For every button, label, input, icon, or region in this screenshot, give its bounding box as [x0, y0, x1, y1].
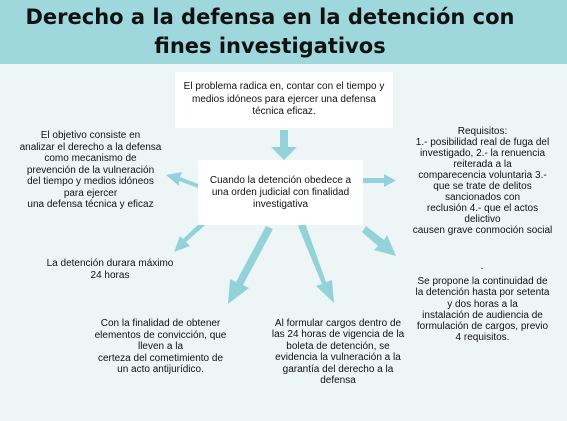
arrow-to-purpose — [228, 226, 273, 304]
objective-text: El objetivo consiste en analizar el dere… — [19, 130, 162, 210]
title-line-2: fines investigativos — [154, 34, 386, 58]
arrow-problem-to-center — [271, 130, 297, 160]
duration-text: La detención durara máximo 24 horas — [46, 258, 174, 281]
arrow-to-objective — [166, 172, 198, 188]
title-line-1: Derecho a la defensa en la detención con — [25, 5, 515, 29]
arrow-to-duration — [174, 218, 210, 252]
requirements-text: Requisitos: 1.- posibilidad real de fuga… — [412, 126, 553, 236]
purpose-text: Con la finalidad de obtener elementos de… — [94, 318, 227, 375]
diagram-title: Derecho a la defensa en la detención con… — [20, 3, 520, 61]
proposal-text: Se propone la continuidad de la detenció… — [415, 276, 550, 344]
title-banner — [0, 0, 567, 64]
arrow-to-charges — [298, 223, 334, 303]
center-text: Cuando la detención obedece a una orden … — [209, 174, 352, 210]
charges-text: Al formular cargos dentro de las 24 hora… — [271, 318, 405, 387]
separator-dot: . — [480, 261, 484, 272]
center-box: Cuando la detención obedece a una orden … — [198, 160, 363, 225]
problem-text: El problema radica en, contar con el tie… — [183, 81, 385, 118]
problem-box: El problema radica en, contar con el tie… — [175, 72, 393, 128]
arrow-to-requirements — [362, 174, 396, 187]
arrow-to-proposal — [362, 226, 396, 256]
